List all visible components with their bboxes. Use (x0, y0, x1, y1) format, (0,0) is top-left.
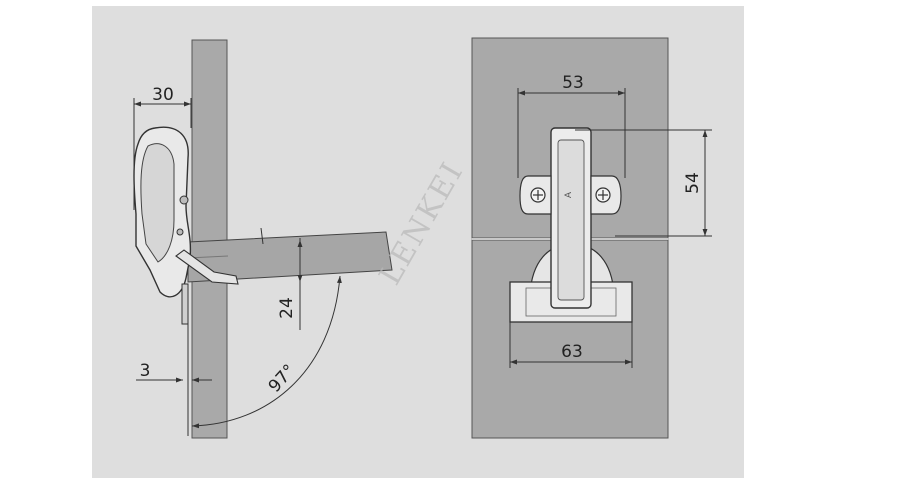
hinge-mount-pin (181, 283, 189, 325)
dimension-label-overlay: 30 (152, 85, 174, 105)
dimension-width-plate: 63 (509, 322, 633, 368)
dimension-label-door-gap: 3 (140, 361, 151, 381)
screw-left-icon (530, 187, 546, 203)
dimension-label-width-plate: 63 (561, 342, 583, 362)
hinge-side-profile (133, 126, 239, 325)
dimension-overlay: 30 (133, 85, 192, 210)
cabinet-side-panel (191, 39, 228, 439)
side-view: 30 3 24 97° (133, 39, 393, 439)
hinge-screw (179, 195, 189, 205)
opening-angle-arc (191, 275, 342, 429)
dimension-width-top: 53 (517, 73, 626, 178)
door-tick (260, 227, 264, 245)
dimension-label-drop: 24 (277, 297, 297, 319)
dimension-label-width-top: 53 (562, 73, 584, 93)
screw-right-icon (595, 187, 611, 203)
front-view: A 53 54 63 (471, 37, 712, 439)
hinge-cup-inner (140, 143, 175, 263)
hinge-rivet (176, 228, 184, 236)
dimension-height: 54 (575, 129, 712, 237)
dimension-label-height: 54 (683, 172, 703, 194)
hinge-brand-stamp: A (564, 191, 574, 198)
hinge-arm-channel (557, 139, 585, 301)
